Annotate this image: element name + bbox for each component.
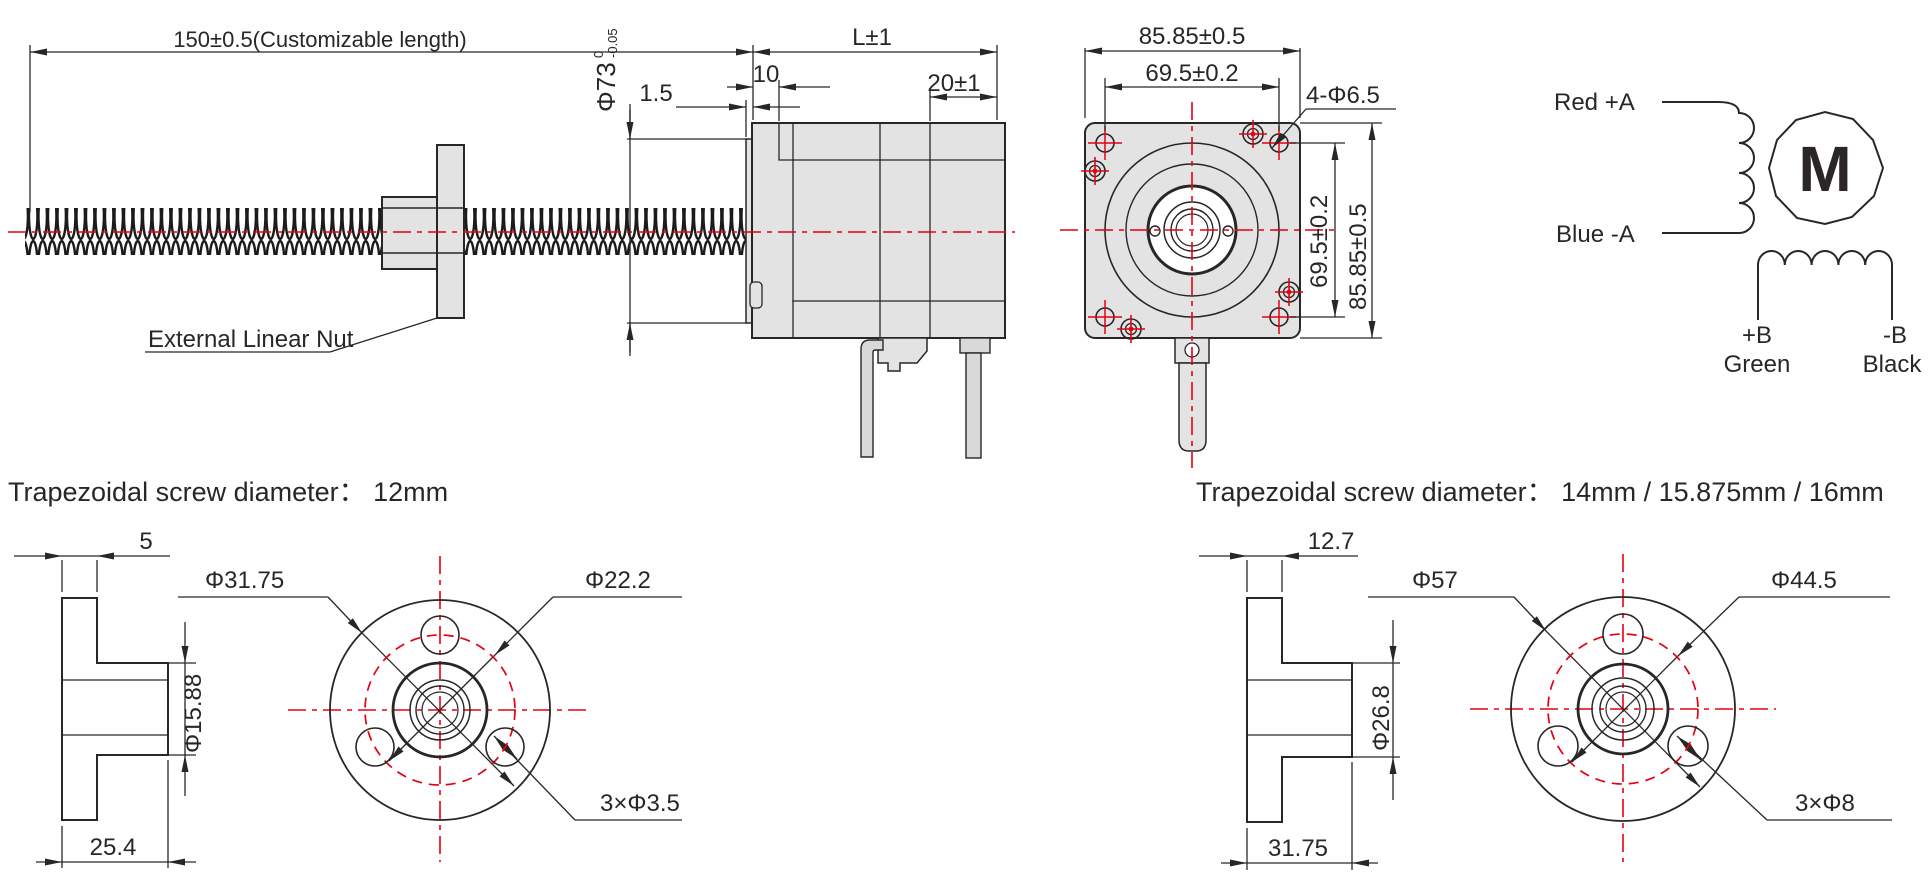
dim-rear-length: 20±1: [927, 70, 980, 97]
wire-b-positive-color: Green: [1724, 351, 1791, 378]
motor-body-seams: [749, 122, 1006, 339]
dim-corner-holes: 4-Φ6.5: [1306, 82, 1380, 109]
nut16-dim-flange-diameter: Φ57: [1412, 567, 1458, 594]
nut12-dim-flange-thickness: 5: [139, 528, 152, 555]
terminal-block: [877, 337, 928, 372]
wire-a-positive-label: Red +A: [1554, 89, 1635, 116]
dim-screw-length: 150±0.5(Customizable length): [173, 27, 466, 52]
nut16-dim-total-length: 31.75: [1268, 835, 1328, 862]
wire-b-negative-color: Black: [1863, 351, 1923, 378]
nut-detail-12mm: 5 25.4 Φ15.88 Φ31.75 Φ22.2 3×Φ3.5: [14, 528, 682, 868]
wire-b-positive-label: +B: [1742, 322, 1772, 349]
motor-wire-left: [860, 339, 884, 458]
side-view-dimensions: [29, 45, 998, 356]
side-view: [25, 122, 1006, 459]
nut-detail-16mm: 12.7 31.75 Φ26.8 Φ57 Φ44.5 3×Φ8: [1199, 528, 1892, 870]
dim-pilot-diameter: Φ73 0 -0.05: [591, 28, 621, 112]
motor-circle: [1767, 110, 1885, 226]
phase-b-coil: [1757, 250, 1893, 320]
svg-text:Φ15.88: Φ15.88: [180, 674, 207, 753]
nut16-dim-bolt-circle: Φ44.5: [1771, 567, 1837, 594]
nut16-dim-mounting-holes: 3×Φ8: [1795, 790, 1855, 817]
nut12-dim-mounting-holes: 3×Φ3.5: [600, 790, 680, 817]
svg-text:Φ26.8: Φ26.8: [1368, 685, 1395, 751]
nut12-dim-total-length: 25.4: [90, 834, 137, 861]
dim-hole-spacing-v: 69.5±0.2: [1306, 195, 1333, 288]
nut-label: External Linear Nut: [148, 326, 354, 353]
title-nut-16mm: Trapezoidal screw diameter： 14mm / 15.87…: [1196, 477, 1884, 507]
motor-symbol: M: [1798, 133, 1851, 205]
nut16-profile: [1246, 597, 1353, 823]
nut12-profile: [61, 597, 169, 821]
nut12-dim-body-diameter: Φ15.88: [180, 674, 207, 753]
motor-body: [751, 122, 1006, 339]
front-view-dimensions: [1084, 47, 1396, 339]
external-linear-nut: [381, 144, 465, 319]
nut12-dim-flange-diameter: Φ31.75: [205, 567, 284, 594]
svg-text:0: 0: [591, 51, 606, 58]
nut16-dim-body-diameter: Φ26.8: [1368, 685, 1395, 751]
corner-hole-crosshairs: [1088, 126, 1296, 334]
corner-screws: [1081, 120, 1303, 343]
nut12-dim-bolt-circle: Φ22.2: [585, 567, 651, 594]
nut16-face: [1510, 596, 1736, 822]
dim-flange-length: 10: [753, 61, 780, 88]
dim-width-outer: 85.85±0.5: [1139, 23, 1246, 50]
svg-text:-0.05: -0.05: [605, 28, 620, 58]
dim-boss-length: 1.5: [639, 80, 672, 107]
dim-hole-spacing-h: 69.5±0.2: [1145, 60, 1238, 87]
svg-text:69.5±0.2: 69.5±0.2: [1306, 195, 1333, 288]
dim-motor-length: L±1: [852, 24, 892, 51]
nut12-face: [329, 599, 551, 821]
nut16-dim-flange-thickness: 12.7: [1308, 528, 1355, 555]
svg-text:Φ73: Φ73: [591, 62, 621, 112]
wire-a-negative-label: Blue -A: [1556, 221, 1635, 248]
title-nut-12mm: Trapezoidal screw diameter： 12mm: [8, 477, 448, 507]
svg-text:85.85±0.5: 85.85±0.5: [1345, 203, 1372, 310]
dim-height-outer: 85.85±0.5: [1345, 203, 1372, 310]
motor-wire-right: [959, 337, 991, 459]
phase-a-coil: [1662, 101, 1755, 234]
wiring-diagram: M Red +A Blue -A +B Green -B Black: [1554, 89, 1922, 378]
wire-b-negative-label: -B: [1883, 322, 1907, 349]
